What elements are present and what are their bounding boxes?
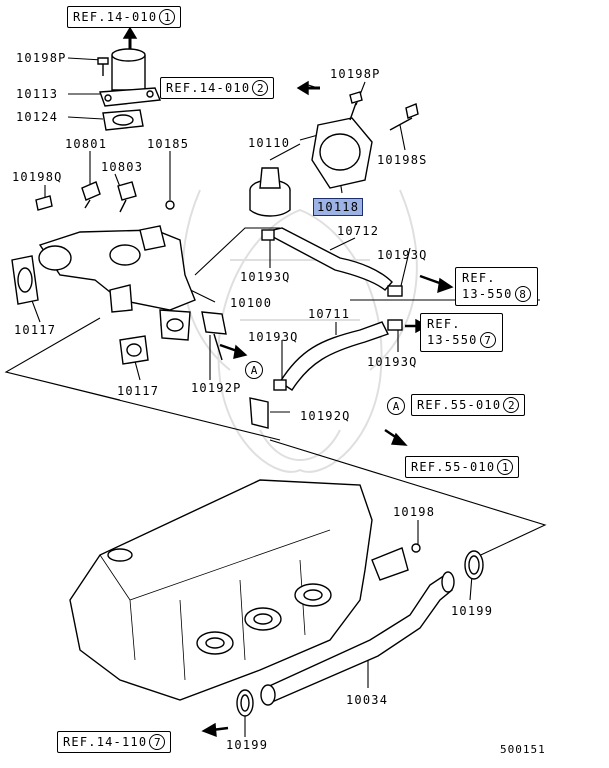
- part-label-10198q[interactable]: 10198Q: [12, 170, 63, 184]
- part-label-10198p-top[interactable]: 10198P: [16, 51, 67, 65]
- part-label-10712[interactable]: 10712: [337, 224, 380, 238]
- part-label-10192q[interactable]: 10192Q: [300, 409, 351, 423]
- part-label-10113[interactable]: 10113: [16, 87, 59, 101]
- ref-number: 7: [479, 332, 496, 348]
- part-label-10193q-d[interactable]: 10193Q: [367, 355, 418, 369]
- ref-number: 7: [149, 734, 166, 750]
- ref-text: 13-550: [462, 287, 513, 301]
- gaskets-10117: [11, 255, 149, 365]
- ref-number: 1: [497, 459, 514, 475]
- diagram-code: 500151: [500, 743, 546, 756]
- circle-a: A: [245, 361, 263, 379]
- part-label-10198p-right[interactable]: 10198P: [330, 67, 381, 81]
- ref-box-14-110-7[interactable]: REF.14-110 7: [57, 731, 172, 753]
- ref-text: REF.55-010: [417, 398, 502, 412]
- part-label-10118-highlighted[interactable]: 10118: [313, 198, 364, 216]
- part-label-10803[interactable]: 10803: [101, 160, 144, 174]
- thermostat-assembly: [249, 91, 419, 217]
- ref-text: 13-550: [427, 333, 478, 347]
- part-label-10711[interactable]: 10711: [308, 307, 351, 321]
- ref-text: REF.55-010: [411, 460, 496, 474]
- part-label-10192p[interactable]: 10192P: [191, 381, 242, 395]
- part-label-10117-left[interactable]: 10117: [14, 323, 57, 337]
- ref-number: 8: [514, 286, 531, 302]
- ref-text: REF.14-010: [166, 81, 251, 95]
- ref-box-14-010-2[interactable]: REF.14-010 2: [160, 77, 275, 99]
- part-label-10199-bottom[interactable]: 10199: [226, 738, 269, 752]
- part-label-10110[interactable]: 10110: [248, 136, 291, 150]
- ref-number: 1: [159, 9, 176, 25]
- part-label-10034[interactable]: 10034: [346, 693, 389, 707]
- ref-box-55-010-1[interactable]: REF.55-010 1: [405, 456, 520, 478]
- ref-number: 2: [503, 397, 520, 413]
- part-label-10198s[interactable]: 10198S: [377, 153, 428, 167]
- part-label-10193q-c[interactable]: 10193Q: [248, 330, 299, 344]
- part-label-10199-right[interactable]: 10199: [451, 604, 494, 618]
- ref-text: REF.14-110: [63, 735, 148, 749]
- ref-text: REF.: [462, 271, 496, 285]
- plugs: [201, 311, 269, 429]
- sensors: [35, 181, 175, 213]
- part-label-10124[interactable]: 10124: [16, 110, 59, 124]
- part-label-10117-mid[interactable]: 10117: [117, 384, 160, 398]
- part-label-10801[interactable]: 10801: [65, 137, 108, 151]
- water-outlet-fitting: [97, 48, 162, 131]
- ref-text: REF.: [427, 317, 461, 331]
- water-pipe: [260, 543, 455, 706]
- water-manifold: [38, 225, 196, 341]
- part-label-10100[interactable]: 10100: [230, 296, 273, 310]
- cylinder-head: [69, 479, 373, 701]
- part-label-10198[interactable]: 10198: [393, 505, 436, 519]
- part-label-10193q-a[interactable]: 10193Q: [377, 248, 428, 262]
- ref-box-14-010-1[interactable]: REF.14-010 1: [67, 6, 182, 28]
- circle-a-ref: A: [387, 397, 405, 415]
- ref-text: REF.14-010: [73, 10, 158, 24]
- hoses: [261, 227, 403, 391]
- part-label-10185[interactable]: 10185: [147, 137, 190, 151]
- ref-number: 2: [252, 80, 269, 96]
- part-label-10193q-b[interactable]: 10193Q: [240, 270, 291, 284]
- ref-box-55-010-2[interactable]: REF.55-010 2: [411, 394, 526, 416]
- o-rings: [236, 550, 484, 717]
